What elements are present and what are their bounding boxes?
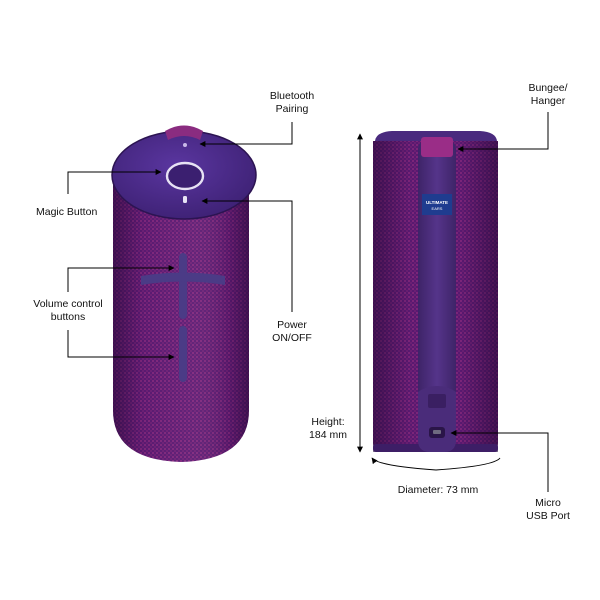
annotation-lines [67, 112, 549, 492]
volume-control-label-line1: Volume control [33, 298, 103, 310]
bluetooth-pairing-label: Bluetooth Pairing [255, 90, 329, 116]
badge-line1: ULTIMATE [426, 200, 448, 205]
power-label-line1: Power [277, 319, 307, 331]
speaker-back-strap [418, 141, 456, 392]
usb-line [450, 430, 549, 492]
volume-plus-icon[interactable] [141, 253, 225, 319]
speaker-front-bungee [165, 125, 203, 140]
bluetooth-pairing-label-line2: Pairing [275, 103, 309, 115]
volume-line [67, 265, 175, 292]
bluetooth-line [199, 122, 293, 147]
magic-button-label: Magic Button [36, 206, 98, 218]
power-label: Power ON/OFF [262, 319, 322, 345]
micro-usb-label: Micro USB Port [516, 497, 580, 523]
volume-line-2 [67, 330, 175, 360]
ultimate-ears-badge [422, 194, 452, 215]
usb-port-housing [418, 386, 456, 452]
volume-minus-icon[interactable] [179, 326, 187, 382]
height-label-line1: Height: [311, 416, 345, 428]
speaker-back-top-rim [375, 131, 497, 141]
power-led-icon[interactable] [183, 196, 187, 203]
bungee-line [457, 112, 549, 152]
bluetooth-pairing-dot[interactable] [183, 143, 187, 147]
bungee-hanger-label: Bungee/ Hanger [518, 82, 578, 108]
height-label-line2: 184 mm [309, 429, 347, 441]
speaker-back: ULTIMATE EARS [373, 131, 498, 452]
bungee-hanger[interactable] [421, 137, 453, 157]
volume-control-label-line2: buttons [50, 311, 86, 323]
bungee-hanger-label-line2: Hanger [530, 95, 566, 107]
diameter-arc-2 [435, 457, 501, 471]
diameter-label: Diameter: 73 mm [397, 484, 479, 496]
bungee-hanger-label-line1: Bungee/ [528, 82, 568, 94]
micro-usb-label-line1: Micro [535, 497, 561, 509]
micro-usb-label-line2: USB Port [526, 510, 570, 522]
speaker-front [111, 125, 257, 462]
volume-control-label: Volume control buttons [22, 298, 114, 324]
badge-line2: EARS [432, 206, 443, 211]
magic-ring-icon[interactable] [165, 161, 205, 191]
bluetooth-pairing-label-line1: Bluetooth [269, 90, 315, 102]
magic-button-line [67, 169, 162, 194]
power-line [201, 198, 293, 312]
power-label-line2: ON/OFF [272, 332, 312, 344]
height-label: Height: 184 mm [302, 416, 354, 442]
diameter-arc [371, 457, 437, 471]
